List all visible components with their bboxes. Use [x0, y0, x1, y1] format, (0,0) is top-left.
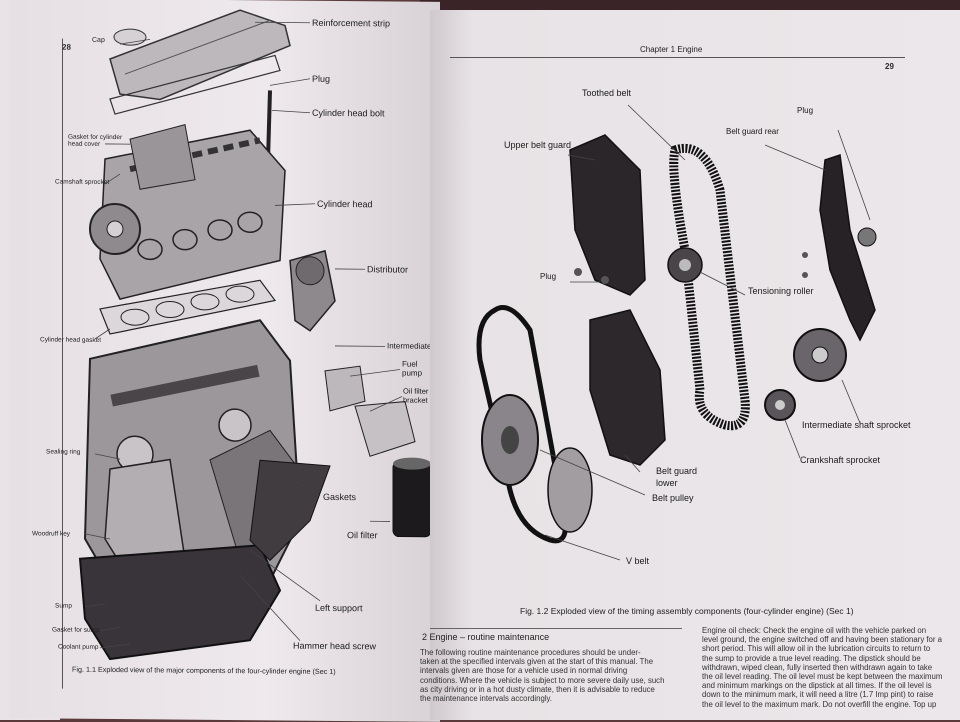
- label-coolant-pump: Coolant pump: [58, 644, 98, 651]
- label-reinforcement-strip: Reinforcement strip: [312, 18, 390, 29]
- label-gaskets: Gaskets: [323, 492, 356, 502]
- text-line: down to the minimum mark, it will need a…: [702, 690, 960, 699]
- label-left-support: Left support: [315, 603, 363, 613]
- text-line: level ground, the engine switched off an…: [702, 635, 960, 644]
- text-line: taken at the specified intervals given a…: [420, 657, 680, 666]
- label-tensioning-roller: Tensioning roller: [748, 286, 814, 296]
- label-belt-guard-lower-1: Belt guard: [656, 466, 697, 476]
- text-line: intervals given are those for a vehicle …: [420, 666, 680, 675]
- text-line: the sump to provide a true level reading…: [702, 654, 960, 663]
- left-page: 28 Cap Reinforcement strip Plug Cylinder…: [10, 0, 440, 722]
- label-toothed-belt: Toothed belt: [582, 88, 631, 98]
- right-page: Chapter 1 Engine 29: [430, 10, 960, 720]
- label-cap: Cap: [92, 37, 105, 44]
- right-column-text: Engine oil check: Check the engine oil w…: [702, 626, 960, 709]
- left-column-text: The following routine maintenance proced…: [420, 648, 680, 703]
- label-v-belt: V belt: [626, 556, 649, 566]
- text-line: conditions. Where the vehicle is subject…: [420, 676, 680, 685]
- text-line: the maintenance intervals accordingly.: [420, 694, 680, 703]
- text-line: the oil level to the maximum mark. Do no…: [702, 700, 960, 709]
- label-plug: Plug: [312, 74, 330, 84]
- label-cylinder-head-gasket: Cylinder head gasket: [40, 336, 101, 344]
- label-plug-left: Plug: [540, 272, 556, 281]
- text-line: withdrawn, wiped clean, fully inserted t…: [702, 663, 960, 672]
- section-rule: [430, 628, 682, 629]
- label-intermediate-shaft-sprocket: Intermediate shaft sprocket: [802, 420, 911, 430]
- label-cylinder-head-bolt: Cylinder head bolt: [312, 108, 385, 119]
- text-line: the oil level reading. The oil level mus…: [702, 672, 960, 681]
- label-cylinder-head: Cylinder head: [317, 199, 373, 209]
- label-distributor: Distributor: [367, 264, 408, 274]
- label-belt-guard-lower-2: lower: [656, 478, 678, 488]
- label-sump: Sump: [55, 603, 72, 610]
- label-gasket-sump: Gasket for sump: [52, 626, 100, 633]
- figure-caption: Fig. 1.2 Exploded view of the timing ass…: [520, 606, 854, 616]
- label-camshaft-sprocket: Camshaft sprocket: [55, 179, 109, 186]
- label-oil-filter: Oil filter: [347, 530, 378, 540]
- section-heading: 2 Engine – routine maintenance: [422, 632, 549, 642]
- label-crankshaft-sprocket: Crankshaft sprocket: [800, 455, 880, 465]
- text-line: and minimum markings on the dipstick at …: [702, 681, 960, 690]
- page-number: 28: [62, 43, 71, 52]
- text-line: The following routine maintenance proced…: [420, 648, 680, 657]
- label-plug-top: Plug: [797, 106, 813, 115]
- label-belt-pulley: Belt pulley: [652, 493, 694, 503]
- label-belt-guard-rear: Belt guard rear: [726, 127, 779, 136]
- label-woodruff-key: Woodruff key: [32, 530, 70, 537]
- label-intermediate: Intermediate: [387, 341, 431, 350]
- label-upper-belt-guard: Upper belt guard: [504, 140, 571, 150]
- label-gasket-cover: Gasket for cylinder head cover: [68, 134, 128, 149]
- label-sealing-ring: Sealing ring: [46, 448, 80, 455]
- label-hammer-head-screw: Hammer head screw: [293, 641, 376, 652]
- text-line: as city driving or in a hot dusty climat…: [420, 685, 680, 694]
- text-line: short period. This will allow oil in the…: [702, 644, 960, 653]
- text-line: Engine oil check: Check the engine oil w…: [702, 626, 960, 635]
